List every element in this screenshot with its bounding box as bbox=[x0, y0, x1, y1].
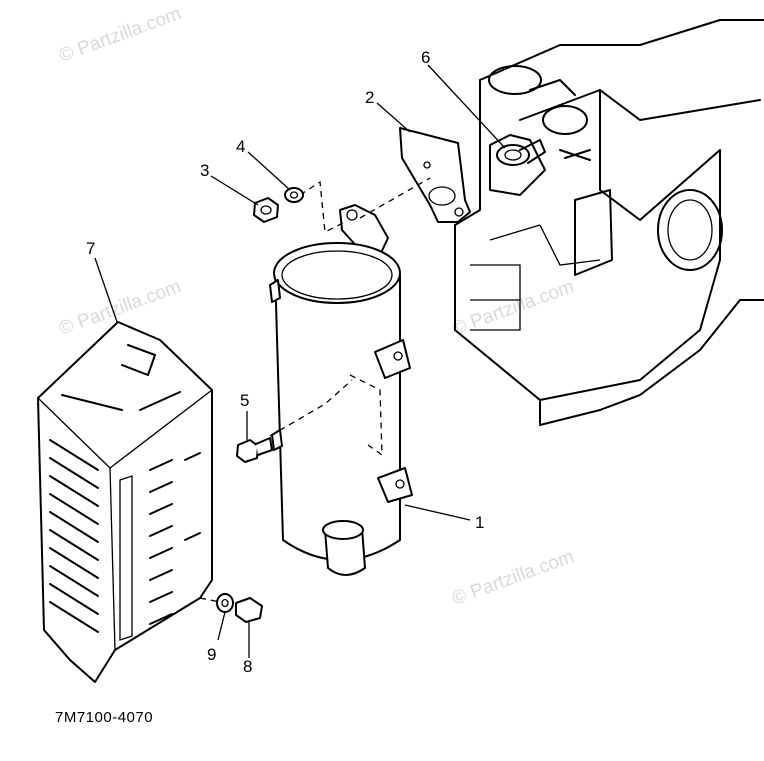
watermark-1: © Partzilla.com bbox=[57, 3, 184, 67]
part-4-washer bbox=[284, 187, 304, 203]
heat-shield-slots-right bbox=[149, 452, 201, 625]
engine-block bbox=[454, 19, 764, 426]
muffler-flange bbox=[339, 204, 389, 256]
part-1-muffler bbox=[269, 242, 413, 576]
leader-lines bbox=[94, 64, 506, 658]
heat-shield-slots-left bbox=[49, 439, 99, 633]
diagram-code: 7M7100-4070 bbox=[55, 709, 153, 726]
part-6-pipe-stub bbox=[496, 139, 546, 166]
callout-8: 8 bbox=[243, 657, 252, 676]
callout-5: 5 bbox=[240, 391, 249, 410]
callout-7: 7 bbox=[86, 239, 95, 258]
part-7-heat-shield bbox=[37, 321, 213, 683]
part-8-bolt bbox=[235, 597, 263, 623]
part-3-nut bbox=[253, 197, 279, 223]
callout-9: 9 bbox=[207, 645, 216, 664]
callouts: 1 2 3 4 5 6 7 8 9 bbox=[86, 48, 484, 676]
callout-1: 1 bbox=[475, 513, 484, 532]
part-2-gasket bbox=[399, 127, 471, 223]
part-9-washer bbox=[216, 593, 234, 613]
callout-3: 3 bbox=[200, 161, 209, 180]
assembly-lines bbox=[199, 177, 431, 604]
part-5-bolt bbox=[236, 437, 273, 463]
watermark-4: © Partzilla.com bbox=[450, 546, 577, 610]
callout-6: 6 bbox=[421, 48, 430, 67]
callout-2: 2 bbox=[365, 88, 374, 107]
callout-4: 4 bbox=[236, 137, 245, 156]
